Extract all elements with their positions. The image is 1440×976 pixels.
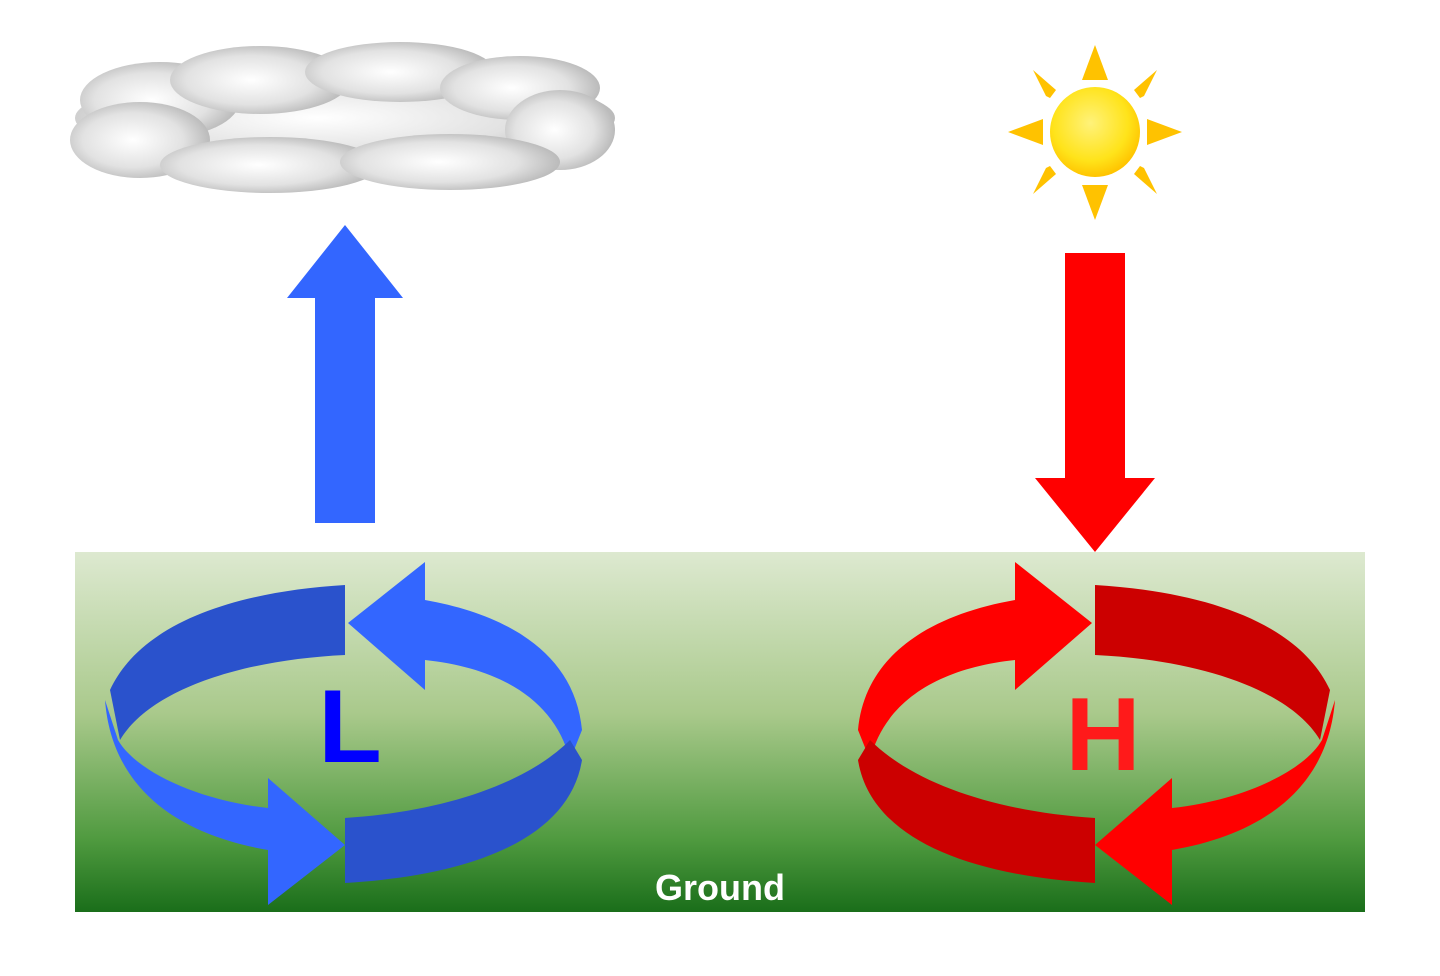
high-pressure-symbol: H [1065,677,1140,793]
low-pressure-symbol: L [318,669,382,785]
rising-air-arrow [287,225,403,523]
low-circulation-arrows [105,562,582,905]
sinking-air-arrow [1035,253,1155,552]
high-circulation-arrows [858,562,1335,905]
sun-icon [1008,45,1182,220]
cloud-icon [70,42,615,193]
ground-label: Ground [655,867,785,908]
